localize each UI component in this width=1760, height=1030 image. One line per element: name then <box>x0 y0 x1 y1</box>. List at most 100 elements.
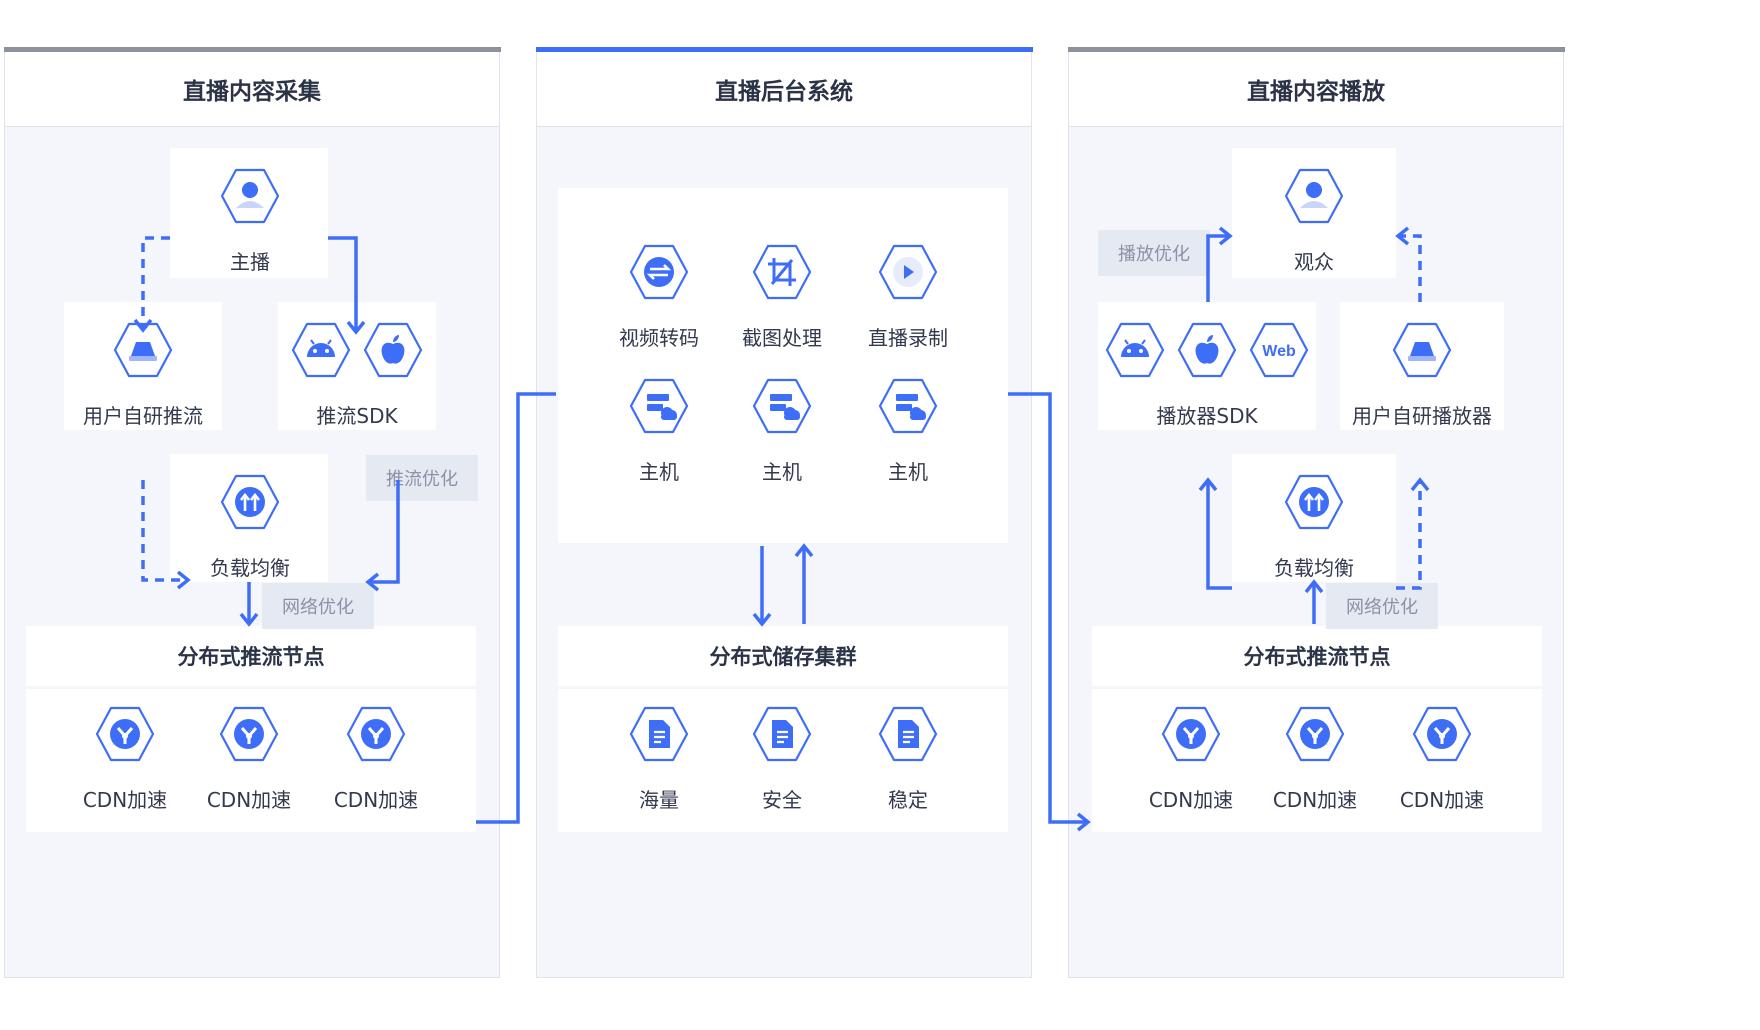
playback-cdn-1-icons <box>1159 700 1223 768</box>
panel-backend-bar <box>535 47 1033 52</box>
node-player-sdk-icons: Web <box>1103 316 1311 384</box>
backend-storage-title: 分布式储存集群 <box>558 626 1008 689</box>
monitor-icon <box>1392 322 1452 378</box>
service-record-icons <box>876 238 940 306</box>
file-icon <box>878 706 938 762</box>
capture-cdn-3-label: CDN加速 <box>333 788 419 812</box>
storage-3: 稳定 <box>843 700 973 840</box>
node-playback-balance: 负载均衡 <box>1249 468 1379 608</box>
node-capture-balance-icons <box>218 468 282 536</box>
node-audience-label: 观众 <box>1294 250 1334 274</box>
transcode-icon <box>629 244 689 300</box>
cdn-icon <box>1161 706 1221 762</box>
cdn-icon <box>346 706 406 762</box>
node-custom-push-icons <box>111 316 175 384</box>
tag-capture-net-optimize: 网络优化 <box>262 583 374 629</box>
capture-cdn-1: CDN加速 <box>60 700 190 840</box>
server-icon <box>629 378 689 434</box>
cdn-icon <box>1285 706 1345 762</box>
cdn-icon <box>219 706 279 762</box>
user-icon <box>1284 168 1344 224</box>
node-custom-push: 用户自研推流 <box>78 316 208 456</box>
node-anchor-icons <box>218 162 282 230</box>
tag-play-optimize: 播放优化 <box>1098 230 1210 276</box>
playback-cdn-3: CDN加速 <box>1377 700 1507 840</box>
capture-cdn-2-icons <box>217 700 281 768</box>
load-balance-icon <box>220 474 280 530</box>
cdn-icon <box>95 706 155 762</box>
node-anchor: 主播 <box>185 162 315 302</box>
web-badge-text: Web <box>1262 343 1296 360</box>
playback-cdn-2-label: CDN加速 <box>1272 788 1358 812</box>
storage-3-icons <box>876 700 940 768</box>
service-transcode: 视频转码 <box>594 238 724 378</box>
capture-cdn-2-label: CDN加速 <box>206 788 292 812</box>
storage-2-icons <box>750 700 814 768</box>
node-push-sdk: 推流SDK <box>272 316 442 456</box>
host-1-icons <box>627 372 691 440</box>
node-playback-balance-icons <box>1282 468 1346 536</box>
host-3-label: 主机 <box>888 460 928 484</box>
storage-2: 安全 <box>717 700 847 840</box>
node-audience-icons <box>1282 162 1346 230</box>
host-2-label: 主机 <box>762 460 802 484</box>
node-custom-player-label: 用户自研播放器 <box>1352 404 1492 428</box>
node-playback-balance-label: 负载均衡 <box>1274 556 1354 580</box>
node-push-sdk-icons <box>289 316 425 384</box>
service-crop-label: 截图处理 <box>742 326 822 350</box>
capture-cdn-group-title: 分布式推流节点 <box>26 626 476 689</box>
service-crop: 截图处理 <box>717 238 847 378</box>
panel-playback-bar <box>1067 47 1565 52</box>
panel-capture-bar <box>3 47 501 52</box>
capture-cdn-1-icons <box>93 700 157 768</box>
tag-push-optimize: 推流优化 <box>366 455 478 501</box>
node-player-sdk: Web 播放器SDK <box>1092 316 1322 456</box>
file-icon <box>752 706 812 762</box>
capture-cdn-1-label: CDN加速 <box>82 788 168 812</box>
node-capture-balance-label: 负载均衡 <box>210 556 290 580</box>
host-1-label: 主机 <box>639 460 679 484</box>
node-custom-push-label: 用户自研推流 <box>83 404 203 428</box>
playback-cdn-2: CDN加速 <box>1250 700 1380 840</box>
host-3: 主机 <box>843 372 973 512</box>
storage-1-label: 海量 <box>639 788 679 812</box>
storage-2-label: 安全 <box>762 788 802 812</box>
android-icon <box>1105 322 1165 378</box>
playback-cdn-3-label: CDN加速 <box>1399 788 1485 812</box>
apple-icon <box>363 322 423 378</box>
playback-cdn-1-label: CDN加速 <box>1148 788 1234 812</box>
server-icon <box>878 378 938 434</box>
capture-cdn-3-icons <box>344 700 408 768</box>
storage-3-label: 稳定 <box>888 788 928 812</box>
capture-cdn-2: CDN加速 <box>184 700 314 840</box>
apple-icon <box>1177 322 1237 378</box>
host-1: 主机 <box>594 372 724 512</box>
monitor-icon <box>113 322 173 378</box>
node-custom-player-icons <box>1390 316 1454 384</box>
capture-cdn-3: CDN加速 <box>311 700 441 840</box>
panel-backend-title: 直播后台系统 <box>537 52 1031 127</box>
service-record-label: 直播录制 <box>868 326 948 350</box>
node-push-sdk-label: 推流SDK <box>316 404 398 428</box>
tag-playback-net-optimize: 网络优化 <box>1326 583 1438 629</box>
node-capture-balance: 负载均衡 <box>185 468 315 608</box>
node-custom-player: 用户自研播放器 <box>1342 316 1502 456</box>
service-transcode-icons <box>627 238 691 306</box>
web-icon: Web <box>1249 322 1309 378</box>
node-audience: 观众 <box>1249 162 1379 302</box>
host-2: 主机 <box>717 372 847 512</box>
host-2-icons <box>750 372 814 440</box>
service-record: 直播录制 <box>843 238 973 378</box>
crop-icon <box>752 244 812 300</box>
play-icon <box>878 244 938 300</box>
host-3-icons <box>876 372 940 440</box>
panel-playback-title: 直播内容播放 <box>1069 52 1563 127</box>
cdn-icon <box>1412 706 1472 762</box>
panel-capture-title: 直播内容采集 <box>5 52 499 127</box>
server-icon <box>752 378 812 434</box>
playback-cdn-1: CDN加速 <box>1126 700 1256 840</box>
storage-1: 海量 <box>594 700 724 840</box>
node-anchor-label: 主播 <box>230 250 270 274</box>
playback-cdn-3-icons <box>1410 700 1474 768</box>
load-balance-icon <box>1284 474 1344 530</box>
